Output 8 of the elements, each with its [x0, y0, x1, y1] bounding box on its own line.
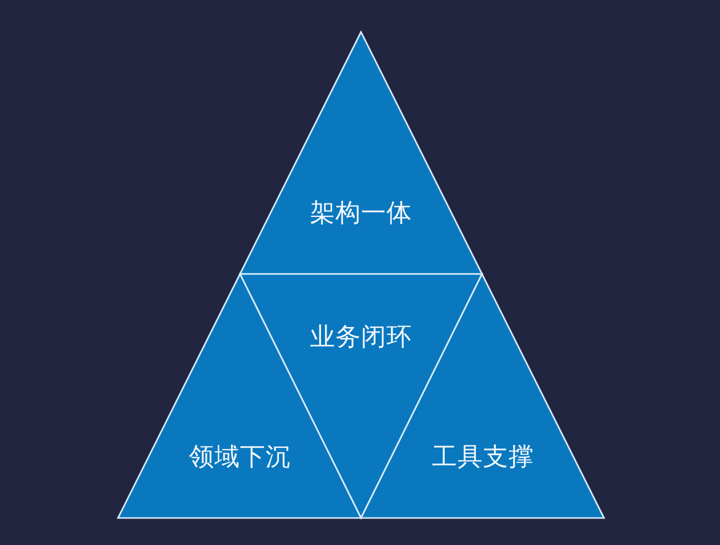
section-label: 工具支撑 — [432, 442, 534, 472]
section-label: 领域下沉 — [189, 442, 291, 472]
triangle-section — [239, 31, 483, 275]
triangle-section — [239, 273, 483, 519]
triangle-section — [360, 273, 605, 519]
section-label: 业务闭环 — [310, 322, 412, 352]
section-label: 架构一体 — [310, 198, 412, 228]
triangle-section — [117, 273, 362, 519]
